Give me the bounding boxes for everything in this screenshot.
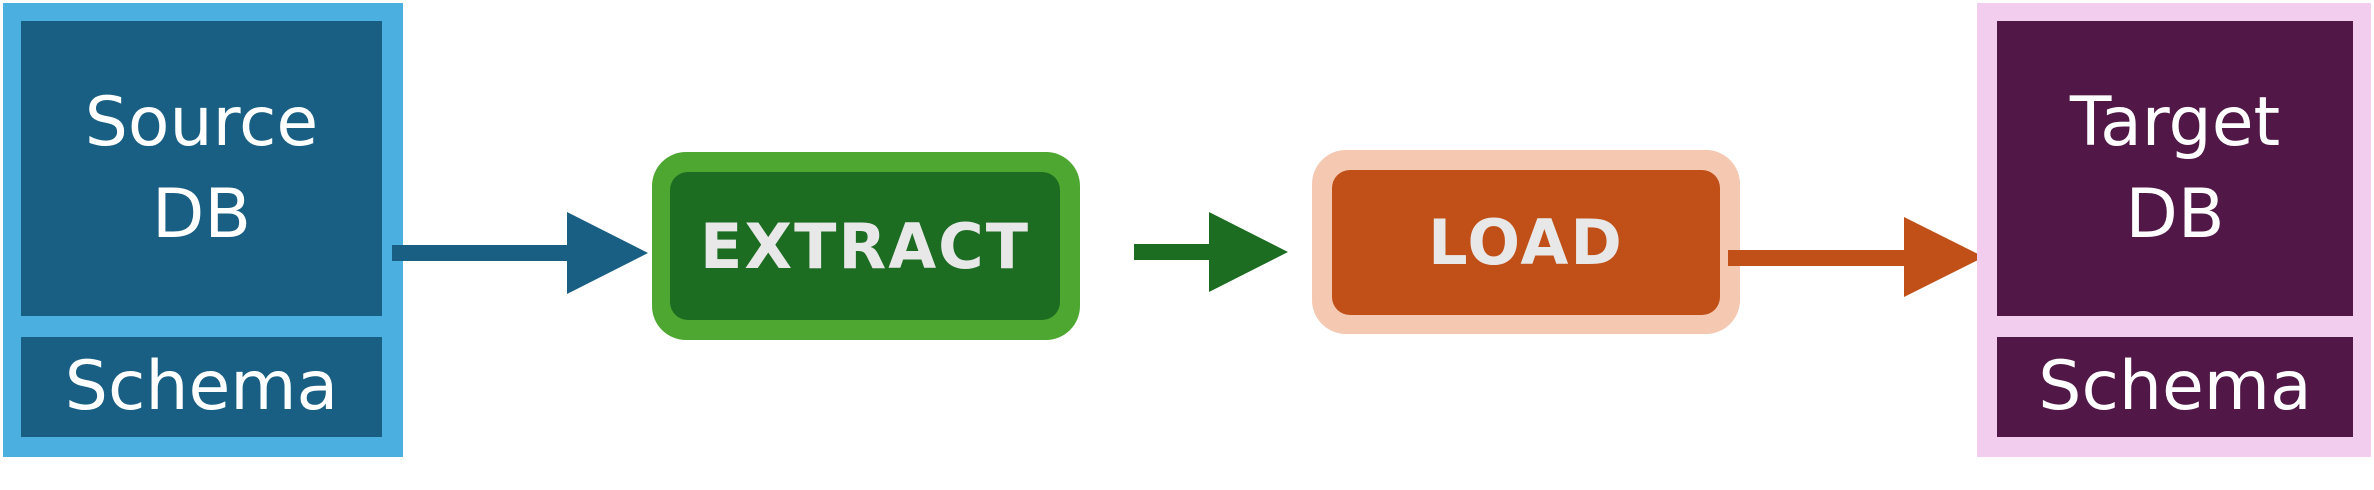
- source-db-box: Source DB: [21, 21, 382, 316]
- source-schema-label: Schema: [64, 347, 339, 426]
- target-schema-box: Schema: [1997, 337, 2353, 437]
- load-stage: LOAD: [1332, 170, 1720, 315]
- load-label: LOAD: [1428, 206, 1624, 279]
- target-schema-label: Schema: [2038, 347, 2312, 426]
- target-db-title: Target DB: [2069, 82, 2281, 254]
- target-db-box: Target DB: [1997, 21, 2353, 316]
- extract-label: EXTRACT: [700, 209, 1030, 283]
- source-db-title: Source DB: [84, 82, 319, 254]
- extract-stage: EXTRACT: [670, 172, 1060, 320]
- source-schema-box: Schema: [21, 337, 382, 437]
